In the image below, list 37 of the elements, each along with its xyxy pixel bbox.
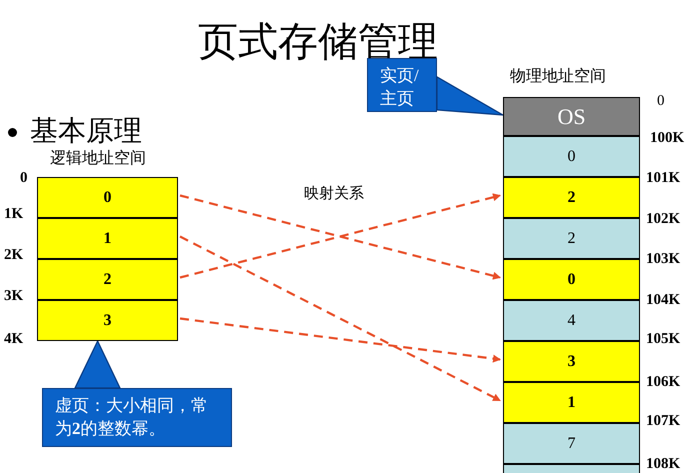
memory-page-cell: 3 — [37, 300, 178, 341]
tick-label: 0 — [657, 93, 664, 110]
memory-page-cell: 0 — [503, 259, 640, 300]
tick-label: 1K — [4, 206, 24, 223]
callout-box: 实页/主页 — [367, 58, 437, 112]
memory-page-cell: 2 — [503, 177, 640, 218]
memory-page-cell: 0 — [503, 136, 640, 177]
tick-label: 101K — [646, 170, 680, 187]
heading: 基本原理 — [30, 115, 142, 149]
memory-page-cell: 2 — [503, 218, 640, 259]
tick-label: 106K — [646, 374, 680, 391]
tick-label: 3K — [4, 288, 24, 305]
tick-label: 103K — [646, 251, 680, 268]
tick-label: 105K — [646, 331, 680, 348]
dashed-arrow — [180, 236, 501, 402]
memory-page-cell: 1 — [503, 382, 640, 423]
axis-title: 逻辑地址空间 — [50, 148, 146, 169]
memory-page-cell: 0 — [37, 177, 178, 218]
tick-label: 4K — [4, 331, 24, 348]
tick-label: 108K — [646, 456, 680, 473]
memory-page-cell: 4 — [503, 300, 640, 341]
axis-title: 物理地址空间 — [510, 66, 606, 87]
callout-pointer — [436, 76, 504, 116]
memory-page-cell: OS — [503, 97, 640, 136]
tick-label: 0 — [20, 170, 28, 187]
mapping-label: 映射关系 — [304, 184, 364, 203]
memory-page-cell: 1 — [37, 218, 178, 259]
callout-pointer — [74, 340, 121, 389]
tick-label: 107K — [646, 413, 680, 430]
tick-label: 2K — [4, 247, 24, 264]
memory-page-cell: 7 — [503, 423, 640, 464]
tick-label: 102K — [646, 211, 680, 228]
tick-label: 104K — [646, 292, 680, 309]
dashed-arrow — [180, 317, 501, 363]
tick-label: 100K — [650, 130, 684, 147]
memory-page-cell: 2 — [37, 259, 178, 300]
memory-page-cell: 3 — [503, 341, 640, 382]
